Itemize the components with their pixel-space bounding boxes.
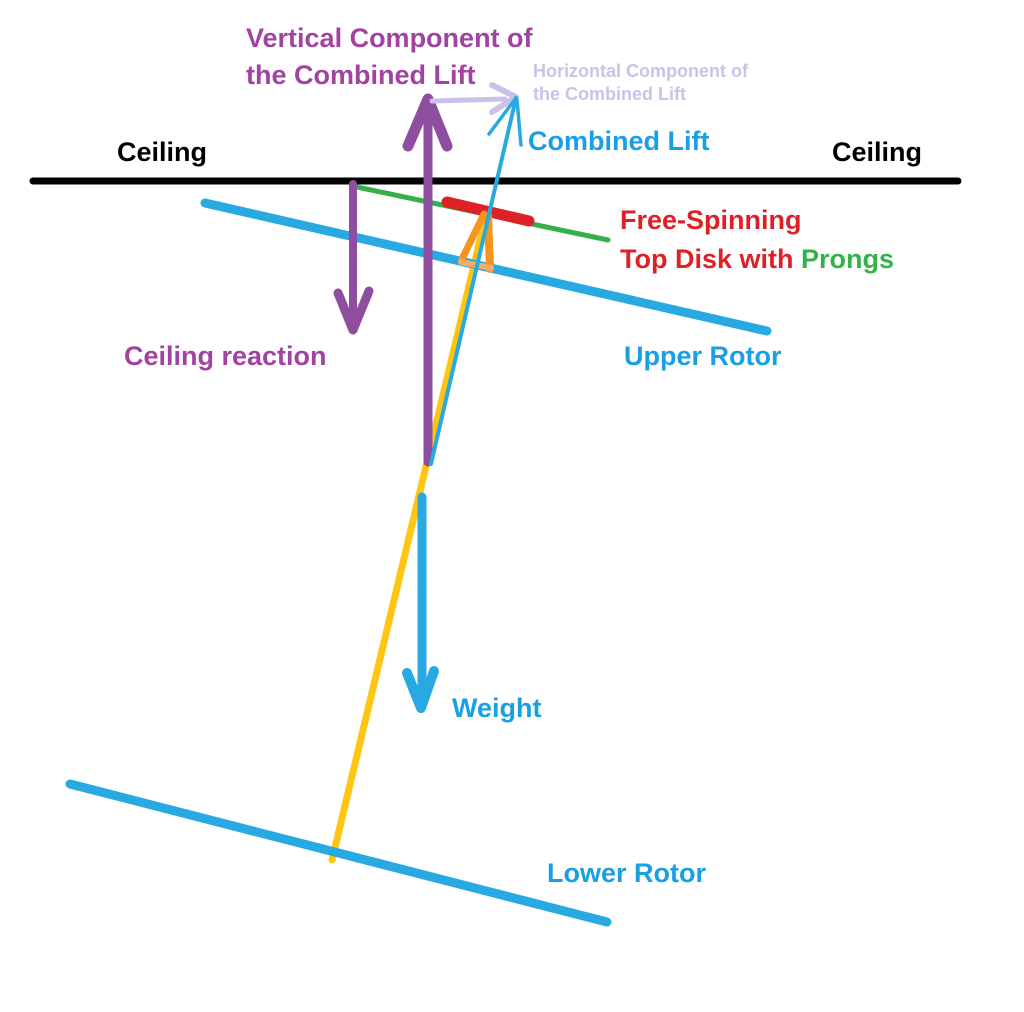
ceiling-label-left: Ceiling	[117, 137, 208, 167]
vertical-component-label: Vertical Component of the Combined Lift	[246, 20, 533, 94]
combined-lift-shaft	[429, 96, 518, 466]
top-disk-label-green-part: Prongs	[801, 244, 895, 274]
weight-arrow	[402, 492, 439, 713]
horizontal-component-label-line1: Horizontal Component of	[533, 61, 748, 81]
vertical-component-arrowhead	[402, 93, 453, 152]
combined-lift-arrow	[429, 96, 523, 466]
vertical-component-label-line1: Vertical Component of	[246, 23, 533, 53]
combined-lift-barb-right	[515, 98, 523, 147]
horizontal-component-label: Horizontal Component of the Combined Lif…	[533, 60, 748, 106]
top-disk-label: Free-Spinning Top Disk with Prongs	[620, 201, 894, 279]
lower-rotor-line	[65, 779, 612, 927]
main-shaft-line	[328, 211, 490, 864]
ceiling-reaction-label: Ceiling reaction	[124, 341, 327, 371]
prong-left-leg	[458, 210, 488, 263]
top-disk-label-line2: Top Disk with Prongs	[620, 240, 894, 279]
top-disk-label-line1: Free-Spinning	[620, 205, 802, 235]
ceiling-reaction-arrowhead	[333, 286, 374, 335]
combined-lift-barb-left	[487, 96, 518, 136]
horizontal-component-shaft	[429, 96, 508, 104]
weight-label: Weight	[452, 693, 542, 723]
vertical-component-arrow	[402, 93, 453, 467]
top-disk-label-red-part: Top Disk with	[620, 244, 801, 274]
vertical-component-label-line2: the Combined Lift	[246, 60, 476, 90]
horizontal-component-label-line2: the Combined Lift	[533, 84, 686, 104]
ceiling-label-right: Ceiling	[832, 137, 923, 167]
weight-arrowhead	[402, 666, 439, 713]
lower-rotor-label: Lower Rotor	[547, 858, 706, 888]
combined-lift-label: Combined Lift	[528, 126, 710, 156]
upper-rotor-label: Upper Rotor	[624, 341, 782, 371]
ceiling-reaction-arrow	[333, 180, 374, 335]
